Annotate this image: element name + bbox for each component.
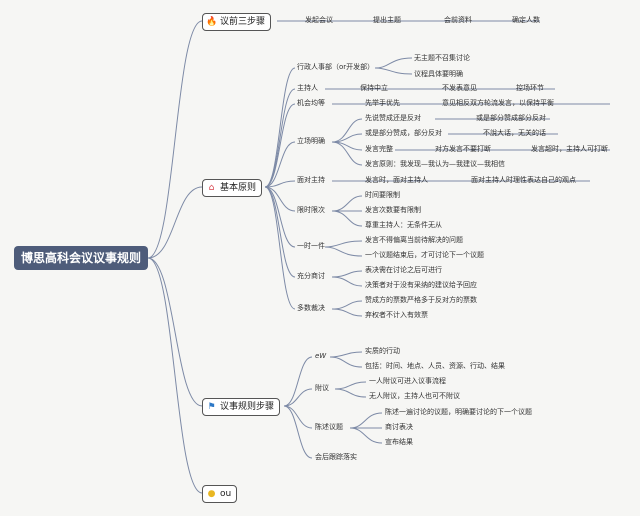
principle-limit: 限时限次 bbox=[297, 206, 325, 214]
clear-row2-b: 不說大话，无关的话 bbox=[483, 129, 546, 137]
branch-principles[interactable]: ⌂ 基本原则 bbox=[202, 179, 263, 197]
clear-row3-c: 发言超时，主持人可打断 bbox=[531, 145, 608, 153]
flag-icon: ⚑ bbox=[207, 402, 216, 412]
state-item-3: 宣布结果 bbox=[385, 438, 413, 446]
clear-row3-b: 对方发言不要打断 bbox=[435, 145, 491, 153]
admin-item-2: 议程具体要明确 bbox=[414, 70, 463, 78]
attach-item-2: 无人附议，主持人也可不附议 bbox=[369, 392, 460, 400]
home-icon: ⌂ bbox=[208, 183, 215, 193]
principle-equal: 机会均等 bbox=[297, 99, 325, 107]
limit-item-1: 时间要限制 bbox=[365, 191, 400, 199]
limit-item-2: 发言次数要有限制 bbox=[365, 206, 421, 214]
principle-vote: 多数裁决 bbox=[297, 304, 325, 312]
full-item-2: 决策者对于没有采纳的建议给予回应 bbox=[365, 281, 477, 289]
principle-face: 面对主持 bbox=[297, 176, 325, 184]
step-ew: eW bbox=[315, 352, 327, 360]
vote-item-1: 赞成方的票数严格多于反对方的票数 bbox=[365, 296, 477, 304]
face-item-2: 面对主持人时理性表达自己的观点 bbox=[471, 176, 576, 184]
admin-item-1: 无主题不召集讨论 bbox=[414, 54, 470, 62]
attach-item-1: 一人附议可进入议事流程 bbox=[369, 377, 446, 385]
clear-row4: 发言原则：我发现—我认为—我建议—我相信 bbox=[365, 160, 505, 168]
principle-one: 一时一件 bbox=[297, 242, 325, 250]
step-follow: 会后跟踪落实 bbox=[315, 453, 357, 461]
principle-host: 主持人 bbox=[297, 84, 318, 92]
ew-item-1: 实质的行动 bbox=[365, 347, 400, 355]
limit-item-3: 尊重主持人：无条件无从 bbox=[365, 221, 442, 229]
branch-pre-meeting[interactable]: 🔥议前三步骤 bbox=[202, 13, 272, 31]
clear-row3-a: 发言完整 bbox=[365, 145, 393, 153]
branch-label: 基本原则 bbox=[220, 183, 257, 193]
ew-item-2: 包括：时间、地点、人员、资源、行动、结果 bbox=[365, 362, 505, 370]
clear-row1-b: 或是部分赞成部分反对 bbox=[476, 114, 546, 122]
principle-clear: 立场明确 bbox=[297, 137, 325, 145]
state-item-2: 商讨表决 bbox=[385, 423, 413, 431]
step-state: 陈述议题 bbox=[315, 423, 343, 431]
host-item-2: 不发表意见 bbox=[442, 84, 477, 92]
equal-item-2: 意见相反双方轮流发言，以保持平衡 bbox=[442, 99, 554, 107]
state-item-1: 陈述一遍讨论的议题，明确要讨论的下一个议题 bbox=[385, 408, 532, 416]
branch-ou[interactable]: ● ou bbox=[202, 485, 238, 503]
vote-item-2: 弃权者不计入有效票 bbox=[365, 311, 428, 319]
full-item-1: 表决需在讨论之后可进行 bbox=[365, 266, 442, 274]
principle-full: 充分商讨 bbox=[297, 272, 325, 280]
root-topic[interactable]: 博思高科会议议事规则 bbox=[14, 246, 148, 270]
lightbulb-icon: ● bbox=[207, 489, 216, 499]
pre-step-4: 确定人数 bbox=[512, 16, 540, 24]
equal-item-1: 先举手优先 bbox=[365, 99, 400, 107]
step-attach: 附议 bbox=[315, 384, 329, 392]
branch-label: ou bbox=[220, 489, 232, 499]
branch-label: 议事规则步骤 bbox=[220, 402, 275, 412]
fire-icon: 🔥 bbox=[206, 17, 218, 27]
one-item-1: 发言不得偏离当前待解决的问题 bbox=[365, 236, 463, 244]
pre-step-2: 提出主题 bbox=[373, 16, 401, 24]
pre-step-3: 会前资料 bbox=[444, 16, 472, 24]
branch-label: 议前三步骤 bbox=[220, 17, 266, 27]
clear-row2-a: 或是部分赞成，部分反对 bbox=[365, 129, 442, 137]
one-item-2: 一个议题结束后，才可讨论下一个议题 bbox=[365, 251, 484, 259]
principle-admin: 行政人事部（or开发部） bbox=[297, 63, 375, 71]
clear-row1-a: 先说赞成还是反对 bbox=[365, 114, 421, 122]
branch-steps[interactable]: ⚑ 议事规则步骤 bbox=[202, 398, 281, 416]
host-item-3: 控场环节 bbox=[516, 84, 544, 92]
host-item-1: 保持中立 bbox=[360, 84, 388, 92]
face-item-1: 发言时，面对主持人 bbox=[365, 176, 428, 184]
pre-step-1: 发起会议 bbox=[305, 16, 333, 24]
